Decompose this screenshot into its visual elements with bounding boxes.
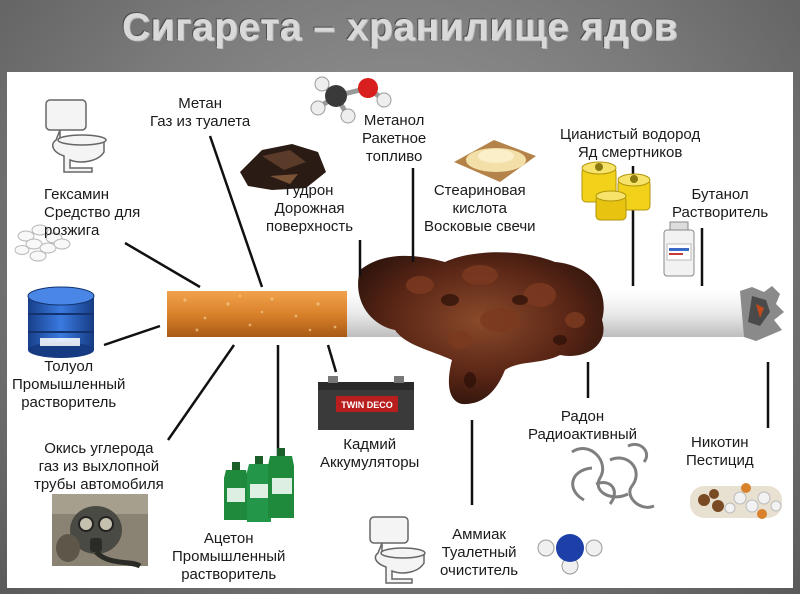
molecule-icon xyxy=(310,76,392,124)
label-stearin: Стеариновая кислота Восковые свечи xyxy=(424,182,536,236)
label-okis-desc-2: трубы автомобиля xyxy=(34,476,164,493)
label-tsian: Цианистый водород Яд смертников xyxy=(560,126,700,162)
label-radon-desc: Радиоактивный xyxy=(528,426,638,443)
label-toluol-desc-1: Промышленный xyxy=(12,376,126,393)
label-stearin-desc-1: кислота xyxy=(452,200,507,217)
label-kadmiy-name: Кадмий xyxy=(343,436,397,453)
label-kadmiy-desc: Аккумуляторы xyxy=(320,454,420,471)
label-stearin-name: Стеариновая xyxy=(433,182,526,199)
label-metanol: Метанол Ракетное топливо xyxy=(362,112,426,166)
label-kadmiy: Кадмий Аккумуляторы xyxy=(320,436,419,472)
label-butanol: Бутанол Растворитель xyxy=(672,186,768,222)
drum-icon xyxy=(27,286,95,358)
label-metan-desc: Газ из туалета xyxy=(150,113,251,130)
label-stearin-desc-2: Восковые свечи xyxy=(424,218,536,235)
tar-mass-icon xyxy=(358,252,604,405)
ammonia-molecule-icon xyxy=(537,534,603,575)
acetone-bottles-icon xyxy=(224,448,294,522)
label-gudron-desc-2: поверхность xyxy=(266,218,354,235)
label-toluol-name: Толуол xyxy=(44,358,94,375)
label-aceton: Ацетон Промышленный растворитель xyxy=(172,530,285,584)
label-gudron-name: Гудрон xyxy=(285,182,334,199)
label-aceton-name: Ацетон xyxy=(203,530,254,547)
battery-brand-label: TWIN DECO xyxy=(341,400,393,410)
label-metanol-name: Метанол xyxy=(363,112,425,129)
gasmask-photo-icon xyxy=(52,494,148,569)
label-metanol-desc-2: топливо xyxy=(365,148,423,165)
label-ammiak: Аммиак Туалетный очиститель xyxy=(440,526,518,580)
label-okis-desc-1: газ из выхлопной xyxy=(38,458,160,475)
label-ammiak-name: Аммиак xyxy=(452,526,506,543)
label-nikotin-desc: Пестицид xyxy=(686,452,754,469)
cigarettes-bundle-icon xyxy=(690,483,782,519)
label-okis: Окись углерода газ из выхлопной трубы ав… xyxy=(34,440,164,494)
label-nikotin: Никотин Пестицид xyxy=(686,434,754,470)
label-metanol-desc-1: Ракетное xyxy=(362,130,427,147)
label-metan: Метан Газ из туалета xyxy=(150,95,250,131)
label-aceton-desc-2: растворитель xyxy=(181,566,277,583)
smoke-icon xyxy=(571,443,655,509)
label-gudron-desc-1: Дорожная xyxy=(274,200,345,217)
label-radon-name: Радон xyxy=(560,408,605,425)
label-ammiak-desc-1: Туалетный xyxy=(441,544,517,561)
label-okis-name: Окись углерода xyxy=(44,440,154,457)
label-toluol: Толуол Промышленный растворитель xyxy=(12,358,125,412)
label-geksamin-desc-2: розжига xyxy=(44,222,100,239)
battery-icon: TWIN DECO xyxy=(318,376,414,430)
filter-speckles xyxy=(183,294,337,332)
label-tsian-name: Цианистый водород xyxy=(560,126,701,143)
label-radon: Радон Радиоактивный xyxy=(528,408,637,444)
label-tsian-desc: Яд смертников xyxy=(577,144,683,161)
label-gudron: Гудрон Дорожная поверхность xyxy=(266,182,353,236)
powder-plate-icon xyxy=(454,140,536,182)
label-nikotin-name: Никотин xyxy=(691,434,749,451)
toilet-icon-2 xyxy=(369,516,426,584)
label-geksamin-name: Гексамин xyxy=(44,186,110,203)
label-geksamin: Гексамин Средство для розжига xyxy=(44,186,140,240)
label-butanol-desc: Растворитель xyxy=(672,204,769,221)
tar-lump-icon xyxy=(240,144,326,190)
label-ammiak-desc-2: очиститель xyxy=(440,562,519,579)
gas-cans-icon xyxy=(581,161,651,221)
label-metan-name: Метан xyxy=(178,95,223,112)
label-toluol-desc-2: растворитель xyxy=(21,394,117,411)
slide-title: Сигарета – хранилище ядов xyxy=(122,6,678,49)
label-butanol-name: Бутанол xyxy=(691,186,749,203)
label-geksamin-desc-1: Средство для xyxy=(44,204,141,221)
label-aceton-desc-1: Промышленный xyxy=(172,548,286,565)
cigarette-filter xyxy=(167,291,347,337)
tablets-icon xyxy=(14,224,71,262)
reagent-bottle-icon xyxy=(663,221,695,277)
toilet-icon xyxy=(45,99,107,173)
